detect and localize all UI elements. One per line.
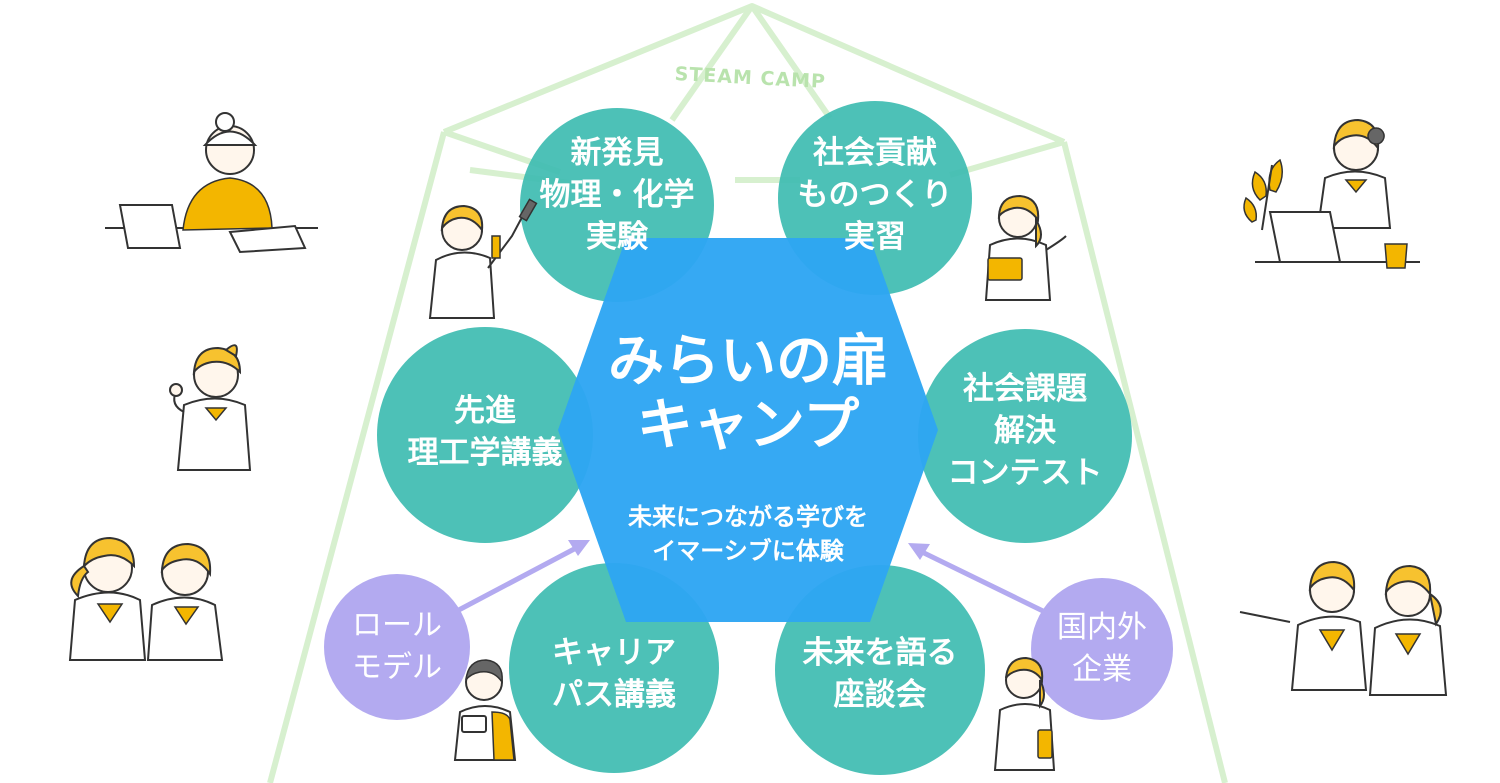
arrow-head-right [908, 543, 930, 560]
node-contest-line-3: コンテスト [947, 455, 1103, 491]
side-role-model-label: ロール モデル [324, 605, 470, 689]
arrow-head-left [568, 540, 590, 556]
arrow-companies [920, 549, 1047, 615]
hub-subtitle-line-1: 未来につながる学びを [628, 503, 868, 531]
node-career-line-1: キャリア [552, 635, 676, 671]
side-companies-label: 国内外 企業 [1031, 607, 1173, 691]
engineer-icon [984, 194, 1067, 301]
node-discovery-label: 新発見 物理・化学 実験 [520, 132, 714, 258]
node-discovery-line-1: 新発見 [570, 135, 664, 171]
hub-title-line-1: みらいの扉 [608, 329, 888, 394]
student-headset-laptop-icon [1243, 118, 1420, 269]
student-cheer-icon [169, 344, 252, 471]
hub-subtitle: 未来につながる学びを イマーシブに体験 [558, 500, 938, 568]
mentor-notebook-icon [453, 659, 517, 761]
side-role-model-line-2: モデル [352, 650, 442, 685]
node-contribution-line-2: ものつくり [797, 177, 953, 213]
node-contribution-line-1: 社会貢献 [813, 135, 937, 171]
hub-title-line-2: キャンプ [636, 393, 860, 458]
node-contribution-label: 社会貢献 ものつくり 実習 [768, 132, 982, 258]
node-circle-contest [918, 329, 1132, 543]
node-circle-lecture [377, 327, 593, 543]
scientist-icon [428, 198, 538, 319]
side-companies-line-1: 国内外 [1057, 610, 1147, 645]
node-lecture-line-1: 先進 [454, 393, 516, 429]
node-discovery-line-3: 実験 [586, 219, 648, 255]
students-pointing-icon [1239, 560, 1448, 696]
node-career-line-2: パス講義 [552, 677, 676, 713]
node-career-label: キャリア パス講義 [509, 632, 719, 716]
node-lecture-label: 先進 理工学講義 [377, 390, 593, 474]
side-circle-role-model [324, 574, 470, 720]
businesswoman-icon [993, 656, 1056, 771]
node-contest-line-1: 社会課題 [963, 371, 1087, 407]
node-contest-line-2: 解決 [994, 413, 1056, 449]
arrow-role-model [453, 544, 580, 615]
node-future-line-2: 座談会 [833, 677, 927, 713]
node-discovery-line-2: 物理・化学 [539, 177, 695, 213]
hub-title: みらいの扉 キャンプ [558, 330, 938, 458]
side-circle-companies [1031, 578, 1173, 720]
side-role-model-line-1: ロール [352, 608, 442, 643]
node-future-line-1: 未来を語る [802, 635, 958, 671]
hub-hexagon [558, 238, 938, 622]
hub-subtitle-line-2: イマーシブに体験 [652, 537, 844, 565]
students-pair-icon [68, 536, 224, 661]
arrows [453, 540, 1047, 615]
side-companies-line-2: 企業 [1072, 652, 1132, 687]
node-lecture-line-2: 理工学講義 [407, 435, 563, 471]
node-contribution-line-3: 実習 [844, 219, 906, 255]
student-laptop-icon [105, 112, 318, 254]
node-contest-label: 社会課題 解決 コンテスト [918, 368, 1132, 494]
node-future-label: 未来を語る 座談会 [775, 632, 985, 716]
